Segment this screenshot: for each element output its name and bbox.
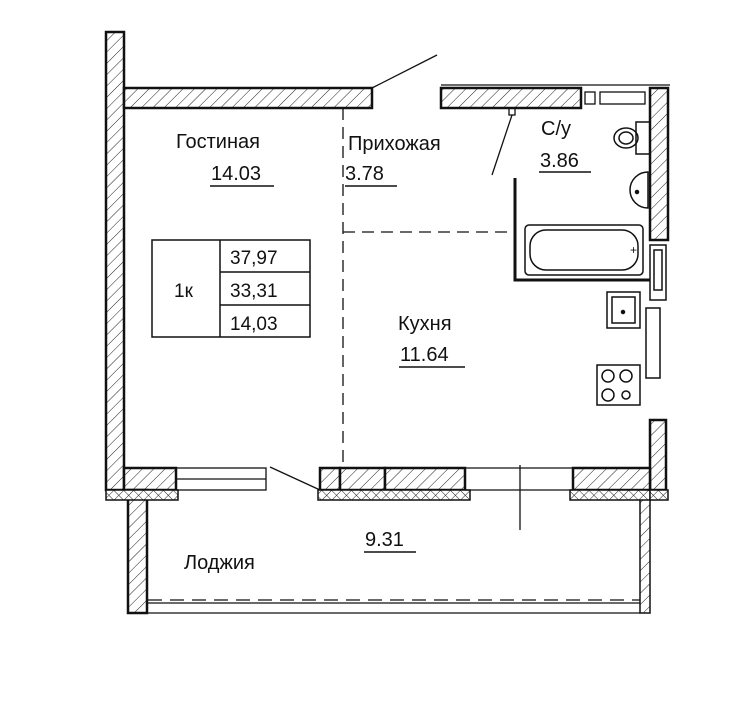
living-room-name: Гостиная xyxy=(176,131,260,153)
living-area: 14,03 xyxy=(230,314,278,335)
right-wall-lower xyxy=(648,418,668,492)
washbasin-icon xyxy=(629,171,649,209)
kitchen-sink-icon xyxy=(606,291,641,329)
kitchen-area: 11.64 xyxy=(400,344,449,366)
top-left-wall xyxy=(122,86,374,110)
hall-name: Прихожая xyxy=(348,133,441,155)
bathroom-area: 3.86 xyxy=(540,150,579,172)
apartment-type: 1к xyxy=(174,281,194,302)
bathroom-fixtures: + xyxy=(513,121,651,282)
kitchen-name: Кухня xyxy=(398,313,452,335)
bottom-wall-mid-3 xyxy=(383,466,467,492)
bottom-wall-mid-2 xyxy=(338,466,387,492)
room-labels: Гостиная 14.03 Прихожая 3.78 С/у 3.86 Ку… xyxy=(176,118,591,574)
right-wall-upper xyxy=(648,86,670,242)
total-area: 37,97 xyxy=(230,248,278,269)
loggia-left-wall xyxy=(126,488,149,615)
bottom-wall-left xyxy=(122,466,178,492)
bathtub xyxy=(524,224,644,276)
stove-icon xyxy=(596,364,641,406)
loggia-right-wall xyxy=(639,489,651,614)
bathroom-name: С/у xyxy=(541,118,571,140)
svg-text:+: + xyxy=(630,243,637,257)
windows-and-lines xyxy=(148,54,670,614)
top-right-wall xyxy=(439,86,583,110)
hall-area: 3.78 xyxy=(345,163,384,185)
toilet-icon xyxy=(613,121,651,155)
living-total-area: 33,31 xyxy=(230,281,278,302)
kitchen-fixtures xyxy=(596,244,667,406)
loggia-name: Лоджия xyxy=(184,552,255,574)
loggia-area: 9.31 xyxy=(365,529,404,551)
left-wall xyxy=(104,30,126,492)
bottom-wall-mid-1 xyxy=(318,466,342,492)
living-room-area: 14.03 xyxy=(211,163,261,185)
bottom-wall-right xyxy=(571,466,652,492)
parapet xyxy=(105,489,669,501)
summary-table: 1к 37,97 33,31 14,03 xyxy=(151,239,311,338)
walls xyxy=(104,30,670,615)
